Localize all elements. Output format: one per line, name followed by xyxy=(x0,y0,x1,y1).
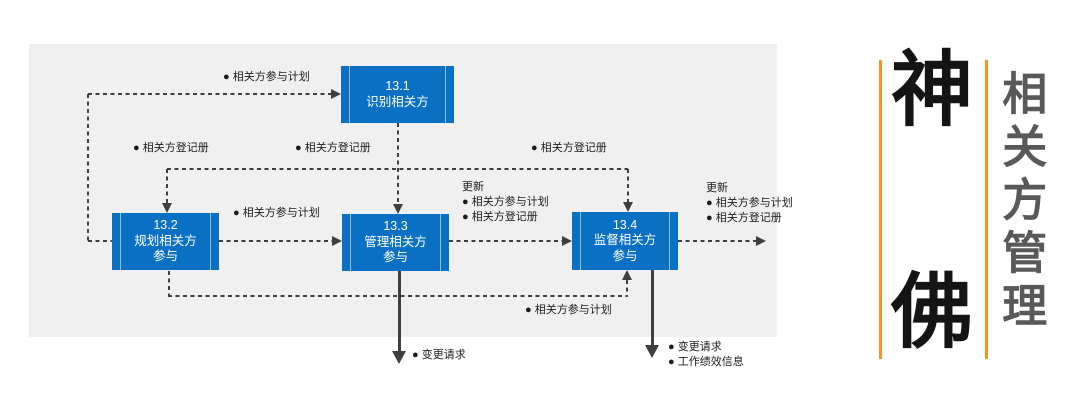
arrow-head-into-13-1 xyxy=(331,89,341,99)
process-box-13-2: 13.2 规划相关方 参与 xyxy=(112,213,219,270)
process-title-line2: 参与 xyxy=(382,250,408,265)
accent-line-right xyxy=(985,60,988,359)
accent-line-left xyxy=(879,60,882,359)
connector-left-loop-vertical xyxy=(87,94,90,242)
label-updates-13-4: 更新 ● 相关方参与计划 ● 相关方登记册 xyxy=(706,181,793,226)
label-plan-bottom-loop: ● 相关方参与计划 xyxy=(525,304,612,316)
label-updates-13-3: 更新 ● 相关方参与计划 ● 相关方登记册 xyxy=(462,180,549,225)
arrow-head-13-4-output xyxy=(756,236,766,246)
label-updates-item: ● 相关方参与计划 xyxy=(462,196,549,208)
process-number: 13.3 xyxy=(383,219,408,234)
label-updates-item: ● 相关方登记册 xyxy=(706,212,782,224)
arrow-head-13-4-outputs-down xyxy=(645,345,659,358)
label-register-mid: ● 相关方登记册 xyxy=(295,142,371,154)
process-number: 13.1 xyxy=(385,79,410,93)
process-box-13-1: 13.1 识别相关方 xyxy=(341,66,454,123)
arrow-head-into-13-3-top xyxy=(393,204,403,214)
connector-13-1-to-13-3-vertical xyxy=(397,123,400,205)
label-updates-item: ● 相关方登记册 xyxy=(462,211,538,223)
label-register-left: ● 相关方登记册 xyxy=(133,142,209,154)
brand-char-top: 神 xyxy=(890,45,973,136)
process-title: 监督相关方 xyxy=(593,233,657,248)
arrow-head-into-13-3-left xyxy=(332,236,342,246)
label-updates-title: 更新 xyxy=(462,181,484,193)
label-outputs-13-4-bottom: ● 变更请求 ● 工作绩效信息 xyxy=(668,340,744,370)
label-plan-to-13-1: ● 相关方参与计划 xyxy=(223,71,310,83)
connector-13-2-bottom-stub xyxy=(168,271,171,297)
connector-plan-into-13-1 xyxy=(88,93,331,96)
vertical-title: 相关方管理 xyxy=(995,70,1047,335)
process-title-line2: 参与 xyxy=(152,249,178,264)
connector-13-3-to-13-4 xyxy=(449,240,562,243)
connector-13-4-outputs-down xyxy=(651,270,654,346)
connector-rail-to-13-4 xyxy=(627,169,630,203)
process-title: 管理相关方 xyxy=(364,234,427,249)
arrow-head-into-13-4-left xyxy=(562,236,572,246)
arrow-head-into-13-2-top xyxy=(162,203,172,213)
brand-column: 神 佛 xyxy=(882,50,982,354)
label-work-performance-info: ● 工作绩效信息 xyxy=(668,356,744,368)
connector-register-rail xyxy=(167,168,628,171)
process-title: 规划相关方 xyxy=(134,233,197,248)
connector-loop-to-13-4-bottom xyxy=(626,280,629,297)
connector-13-2-left-stub xyxy=(88,240,112,243)
label-change-request-13-3: ● 变更请求 xyxy=(412,349,466,361)
label-updates-title: 更新 xyxy=(706,182,728,194)
process-box-13-4: 13.4 监督相关方 参与 xyxy=(572,212,678,270)
process-box-13-3: 13.3 管理相关方 参与 xyxy=(342,214,449,271)
connector-13-4-output-right xyxy=(678,240,756,243)
brand-char-bottom: 佛 xyxy=(890,267,973,358)
label-updates-item: ● 相关方参与计划 xyxy=(706,197,793,209)
process-title-line2: 参与 xyxy=(612,248,638,263)
process-number: 13.4 xyxy=(612,217,638,232)
label-plan-between-13-2-13-3: ● 相关方参与计划 xyxy=(233,207,320,219)
process-number: 13.2 xyxy=(153,218,178,233)
connector-13-3-change-request xyxy=(398,271,401,352)
label-change-request-13-4: ● 变更请求 xyxy=(668,341,722,353)
connector-13-2-to-13-3 xyxy=(219,240,332,243)
connector-rail-to-13-2 xyxy=(166,169,169,204)
process-title: 识别相关方 xyxy=(366,94,429,109)
arrow-head-into-13-4-bottom xyxy=(622,270,632,280)
arrow-head-into-13-4-top xyxy=(623,202,633,212)
label-register-right: ● 相关方登记册 xyxy=(531,142,607,154)
connector-bottom-loop xyxy=(168,295,627,298)
arrow-head-13-3-change-request xyxy=(392,351,406,364)
